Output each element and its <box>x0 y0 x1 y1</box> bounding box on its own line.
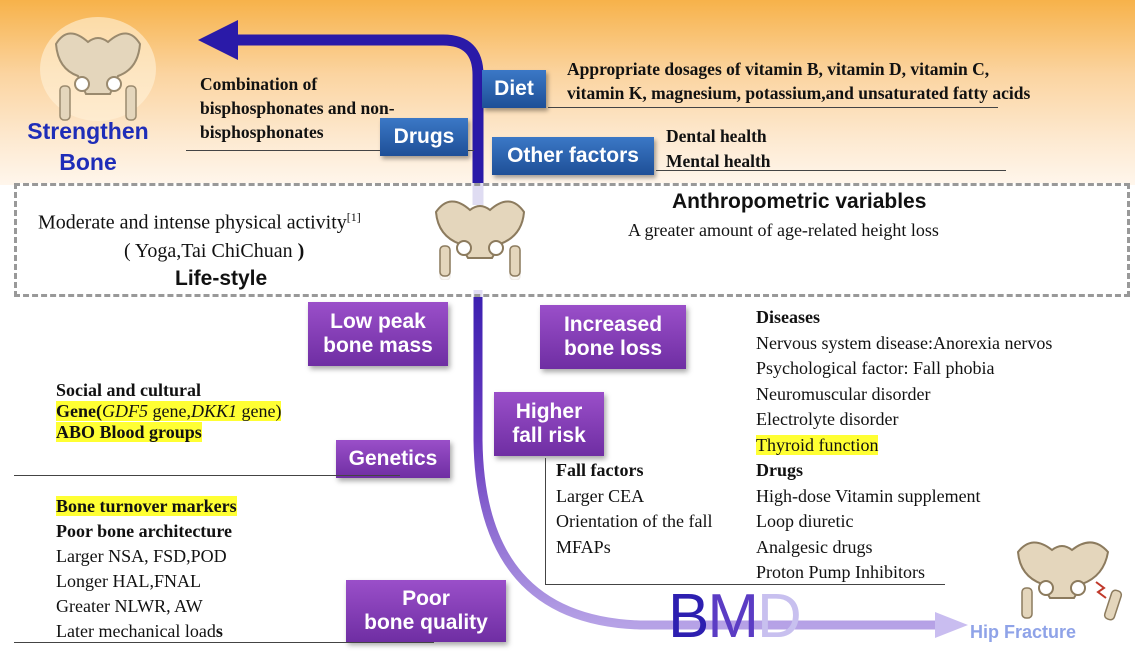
strengthen-line2: Bone <box>14 147 162 178</box>
dental-health: Dental health <box>666 124 771 149</box>
quality-item-4: Later mechanical loads <box>56 619 237 644</box>
quality-underline <box>14 642 434 643</box>
activity-ref: [1] <box>347 210 361 224</box>
drugs-text-line1: Combination of <box>200 72 395 96</box>
drugs-title: Drugs <box>756 458 1052 484</box>
abo-line: ABO Blood groups <box>56 422 281 443</box>
genetics-text: Social and cultural Gene(GDF5 gene,DKK1 … <box>56 380 281 443</box>
abo-blood-groups: ABO Blood groups <box>56 422 202 442</box>
bmd-text: BMD <box>668 582 800 651</box>
drug-item-1: High-dose Vitamin supplement <box>756 484 1052 510</box>
diet-underline <box>548 107 998 108</box>
fall-factors-list: Fall factors Larger CEA Orientation of t… <box>556 458 712 560</box>
gene-dkk1: DKK1 <box>191 401 237 421</box>
disease-item-4: Electrolyte disorder <box>756 407 1052 433</box>
bmd-label: BMD <box>668 586 800 648</box>
low-peak-line1: Low peak <box>330 310 426 334</box>
activity-label: Moderate and intense physical activity <box>38 212 347 234</box>
bone-turnover-markers: Bone turnover markers <box>56 496 237 516</box>
activity-examples: ( Yoga,Tai ChiChuan ) <box>124 240 304 263</box>
gene-gdf5: GDF5 <box>102 401 148 421</box>
disease-item-2: Psychological factor: Fall phobia <box>756 356 1052 382</box>
gene-line: Gene(GDF5 gene,DKK1 gene) <box>56 401 281 422</box>
activity-text: Moderate and intense physical activity[1… <box>38 210 361 235</box>
lifestyle-label: Life-style <box>175 267 267 291</box>
strengthen-arrowhead <box>198 20 238 60</box>
increased-line1: Increased <box>564 313 662 337</box>
drug-item-4: Proton Pump Inhibitors <box>756 560 1052 586</box>
other-factors-text: Dental health Mental health <box>666 124 771 174</box>
diet-tag: Diet <box>482 70 546 108</box>
fall-item-3: MFAPs <box>556 535 712 561</box>
strengthen-line1: Strengthen <box>14 116 162 147</box>
quality-item-3: Greater NLWR, AW <box>56 594 237 619</box>
other-underline <box>656 170 1006 171</box>
gene-pre: Gene( <box>56 401 102 421</box>
bmd-letter: M <box>707 582 757 651</box>
poor-architecture: Poor bone architecture <box>56 519 237 544</box>
fall-vertical-line <box>545 458 546 584</box>
poor-line2: bone quality <box>364 611 488 635</box>
diseases-title: Diseases <box>756 305 1052 331</box>
loads-s: s <box>216 621 223 641</box>
disease-item-1: Nervous system disease:Anorexia nervos <box>756 331 1052 357</box>
low-peak-bone-mass-tag: Low peak bone mass <box>308 302 448 366</box>
anthropometric-text: A greater amount of age-related height l… <box>628 220 939 241</box>
fall-item-2: Orientation of the fall <box>556 509 712 535</box>
drugs-text-line2: bisphosphonates and non- <box>200 96 395 120</box>
diet-text-line1: Appropriate dosages of vitamin B, vitami… <box>567 57 1030 81</box>
fracture-arrowhead <box>935 612 968 638</box>
quality-item-1: Larger NSA, FSD,POD <box>56 544 237 569</box>
drugs-tag: Drugs <box>380 118 468 156</box>
fall-factors-title: Fall factors <box>556 458 712 484</box>
genetics-underline <box>14 475 400 476</box>
turnover-line: Bone turnover markers <box>56 494 237 519</box>
activity-examples-text: ( Yoga,Tai ChiChuan <box>124 240 298 262</box>
other-factors-tag: Other factors <box>492 137 654 175</box>
gene-mid: gene, <box>148 401 191 421</box>
quality-item-2: Longer HAL,FNAL <box>56 569 237 594</box>
bmd-letter: D <box>757 582 800 651</box>
diet-text-line2: vitamin K, magnesium, potassium,and unsa… <box>567 81 1030 105</box>
low-peak-line2: bone mass <box>323 334 433 358</box>
social-cultural: Social and cultural <box>56 380 281 401</box>
poor-bone-quality-tag: Poor bone quality <box>346 580 506 642</box>
poor-line1: Poor <box>402 587 450 611</box>
gene-highlight: Gene(GDF5 gene,DKK1 gene) <box>56 401 281 421</box>
bmd-letter: B <box>668 582 707 651</box>
higher-fall-risk-tag: Higher fall risk <box>494 392 604 456</box>
drugs-text: Combination of bisphosphonates and non- … <box>200 72 395 144</box>
gene-post: gene) <box>237 401 281 421</box>
drug-item-3: Analgesic drugs <box>756 535 1052 561</box>
fall-item-1: Larger CEA <box>556 484 712 510</box>
diseases-list: Diseases Nervous system disease:Anorexia… <box>756 305 1052 586</box>
disease-item-3: Neuromuscular disorder <box>756 382 1052 408</box>
pelvis-top-icon <box>38 14 158 124</box>
increased-line2: bone loss <box>564 337 662 361</box>
hip-fracture-label: Hip Fracture <box>970 622 1076 643</box>
thyroid-function: Thyroid function <box>756 435 878 455</box>
higher-line2: fall risk <box>512 424 586 448</box>
activity-examples-close: ) <box>298 240 305 262</box>
quality-list: Bone turnover markers Poor bone architec… <box>56 494 237 644</box>
loads-text: Later mechanical load <box>56 621 216 641</box>
diet-text: Appropriate dosages of vitamin B, vitami… <box>567 57 1030 105</box>
higher-line1: Higher <box>516 400 583 424</box>
pelvis-center-overlay <box>420 188 540 280</box>
drug-item-2: Loop diuretic <box>756 509 1052 535</box>
strengthen-bone-label: Strengthen Bone <box>14 116 162 178</box>
drugs-text-line3: bisphosphonates <box>200 120 395 144</box>
genetics-tag: Genetics <box>336 440 450 478</box>
increased-bone-loss-tag: Increased bone loss <box>540 305 686 369</box>
thyroid-line: Thyroid function <box>756 433 1052 459</box>
anthropometric-title: Anthropometric variables <box>672 190 926 214</box>
